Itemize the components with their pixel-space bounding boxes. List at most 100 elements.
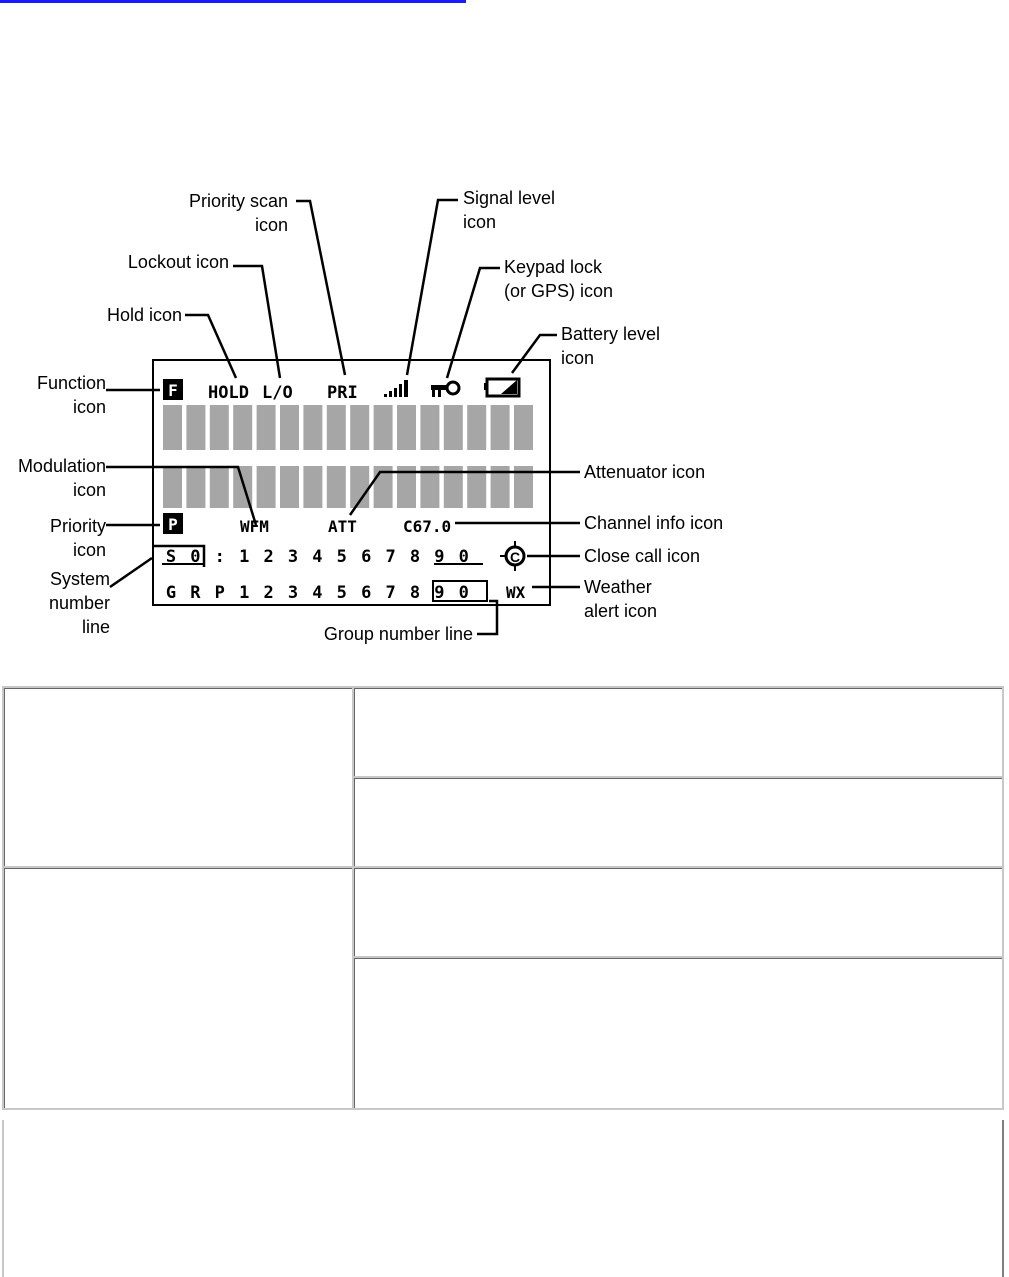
- lcd-segment: [280, 405, 299, 450]
- svg-text:Attenuator icon: Attenuator icon: [584, 462, 705, 482]
- system-row-char: 7: [385, 547, 395, 567]
- svg-text:icon: icon: [255, 215, 288, 235]
- lcd-segment: [397, 405, 416, 450]
- group-row-char: 1: [239, 583, 249, 603]
- lcd-segment: [186, 405, 206, 450]
- lcd-segment: [163, 405, 182, 450]
- function-badge-text: F: [168, 381, 178, 400]
- lcd-segment: [186, 466, 206, 508]
- lcd-segment: [373, 405, 393, 450]
- svg-text:icon: icon: [73, 540, 106, 560]
- weather-alert-icon-text: WX: [506, 583, 526, 602]
- lcd-segment: [420, 405, 440, 450]
- system-row-char: 2: [263, 547, 273, 567]
- system-row-char: S: [166, 547, 176, 567]
- lcd-segment-rows: [163, 405, 533, 508]
- function-icon: [163, 379, 183, 400]
- lcd-segment: [326, 405, 346, 450]
- lcd-segment: [256, 405, 276, 450]
- label-hold: Hold icon: [107, 305, 182, 325]
- label-close-call: Close call icon: [584, 546, 700, 566]
- lcd-segment: [326, 466, 346, 508]
- system-row-char: 1: [239, 547, 249, 567]
- channel-info-icon-text: C67.0: [403, 517, 451, 536]
- label-keypad-lock: Keypad lock (or GPS) icon: [504, 257, 613, 301]
- group-row-char: 7: [385, 583, 395, 603]
- group-row-char: 0: [459, 583, 469, 603]
- table-cell-right-3: [352, 866, 1004, 958]
- svg-text:Hold icon: Hold icon: [107, 305, 182, 325]
- group-row-char: 3: [288, 583, 298, 603]
- svg-text:line: line: [82, 617, 110, 637]
- system-row-char: 9: [434, 547, 444, 567]
- svg-text:System: System: [50, 569, 110, 589]
- svg-text:Modulation: Modulation: [18, 456, 106, 476]
- priority-badge-text: P: [168, 515, 178, 534]
- lcd-segment: [467, 405, 487, 450]
- group-row-char: 2: [263, 583, 273, 603]
- system-row-char: 8: [410, 547, 420, 567]
- system-row-char: 3: [288, 547, 298, 567]
- lcd-segment: [350, 466, 370, 508]
- lockout-icon-text: L/O: [262, 383, 293, 403]
- lcd-segment: [350, 405, 370, 450]
- hold-icon-text: HOLD: [208, 383, 249, 403]
- table-footer-area: [2, 1120, 1004, 1277]
- svg-text:Priority: Priority: [50, 516, 106, 536]
- svg-text:Group number line: Group number line: [324, 624, 473, 644]
- svg-text:Weather: Weather: [584, 577, 652, 597]
- priority-icon: [163, 513, 183, 534]
- table-cell-left-1: [2, 686, 354, 868]
- svg-text:Channel info icon: Channel info icon: [584, 513, 723, 533]
- table-cell-right-1: [352, 686, 1004, 778]
- lcd-segment: [209, 405, 229, 450]
- priority-scan-icon-text: PRI: [327, 383, 358, 403]
- system-bracket: [152, 544, 206, 567]
- label-channel-info: Channel info icon: [584, 513, 723, 533]
- system-row-char: 4: [312, 547, 322, 567]
- svg-text:icon: icon: [463, 212, 496, 232]
- system-row-char: :: [215, 547, 225, 567]
- label-system-number: System number line: [49, 569, 110, 637]
- lcd-segment: [443, 466, 463, 508]
- svg-text:Keypad lock: Keypad lock: [504, 257, 603, 277]
- group-row-char: 4: [312, 583, 322, 603]
- system-row-char: 5: [337, 547, 347, 567]
- svg-text:number: number: [49, 593, 110, 613]
- svg-text:icon: icon: [73, 480, 106, 500]
- svg-text:Priority scan: Priority scan: [189, 191, 288, 211]
- label-lockout: Lockout icon: [128, 252, 229, 272]
- keypad-lock-icon: [431, 380, 461, 397]
- svg-text:Battery level: Battery level: [561, 324, 660, 344]
- group-row-char: 6: [361, 583, 371, 603]
- attenuator-icon-text: ATT: [328, 517, 357, 536]
- close-call-icon: C: [500, 541, 526, 571]
- table-cell-right-4: [352, 956, 1004, 1110]
- system-row-char: 6: [361, 547, 371, 567]
- svg-text:icon: icon: [561, 348, 594, 368]
- lcd-segment: [256, 466, 276, 508]
- lcd-segment: [443, 405, 463, 450]
- group-row-char: G: [166, 583, 176, 603]
- modulation-icon-text: WFM: [240, 517, 269, 536]
- label-priority: Priority icon: [50, 516, 106, 560]
- table-cell-right-2: [352, 776, 1004, 868]
- svg-text:(or GPS) icon: (or GPS) icon: [504, 281, 613, 301]
- svg-text:Lockout icon: Lockout icon: [128, 252, 229, 272]
- label-modulation: Modulation icon: [18, 456, 106, 500]
- lcd-segment: [303, 466, 323, 508]
- label-battery-level: Battery level icon: [561, 324, 660, 368]
- lcd-segment: [280, 466, 299, 508]
- label-signal-level: Signal level icon: [463, 188, 555, 232]
- lcd-segment: [467, 466, 487, 508]
- svg-text:Close call icon: Close call icon: [584, 546, 700, 566]
- top-link-underline[interactable]: [0, 0, 466, 3]
- lcd-segment: [209, 466, 229, 508]
- lcd-segment: [514, 466, 533, 508]
- table-cell-left-2: [2, 866, 354, 1110]
- group-90-box: [432, 580, 488, 602]
- group-row-char: 9: [434, 583, 444, 603]
- svg-text:Signal level: Signal level: [463, 188, 555, 208]
- signal-level-icon: [384, 380, 408, 397]
